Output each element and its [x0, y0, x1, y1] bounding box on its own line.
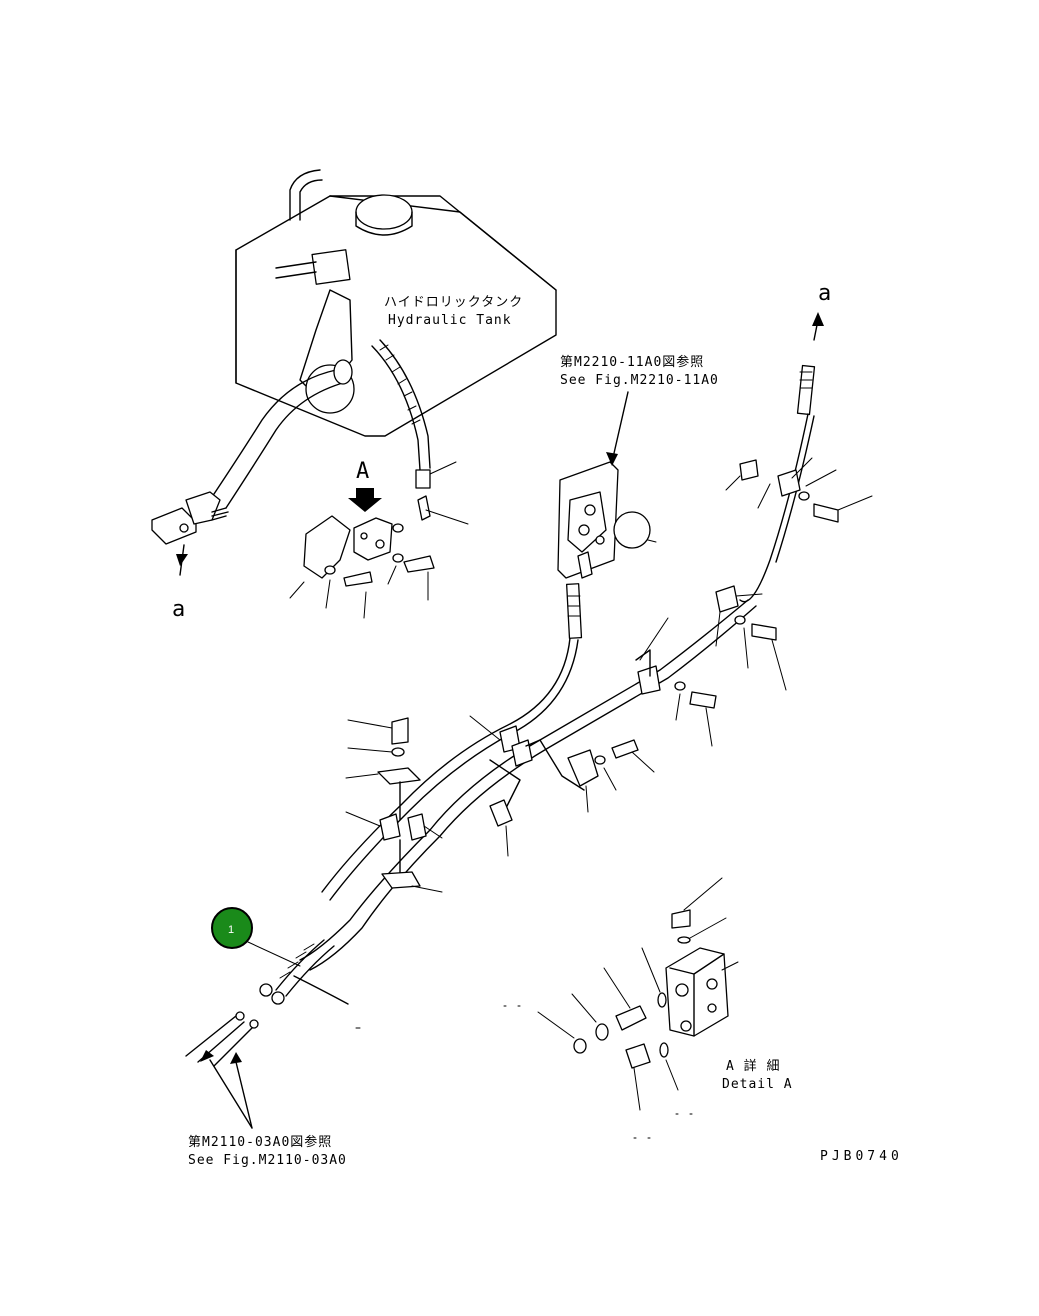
- view-a-arrow: [348, 488, 382, 512]
- right-pipe-run: [725, 312, 873, 603]
- tank-hoses: [209, 339, 457, 509]
- left-clamp-group: [345, 717, 443, 893]
- detail-label-jp: A 詳 細: [726, 1058, 780, 1074]
- tank-label-en: Hydraulic Tank: [388, 313, 512, 328]
- left-coupler: [151, 491, 229, 576]
- ref-bottom-en: See Fig.M2110-03A0: [188, 1153, 347, 1168]
- valve-bracket-group: [289, 495, 469, 619]
- control-valve: [557, 391, 657, 579]
- ref-top-jp: 第M2210-11A0図参照: [560, 354, 704, 370]
- connector-a-left: a: [172, 597, 185, 622]
- callout-1-circle[interactable]: [211, 907, 253, 949]
- hose-ends: [185, 939, 349, 1129]
- ref-top-en: See Fig.M2210-11A0: [560, 373, 719, 388]
- main-hydraulic-line: [299, 583, 787, 971]
- ref-bottom-jp: 第M2110-03A0図参照: [188, 1134, 332, 1150]
- view-marker-a: A: [356, 459, 369, 484]
- detail-label-en: Detail A: [722, 1077, 793, 1092]
- connector-a-right: a: [818, 281, 831, 306]
- hydraulic-tank: [235, 169, 557, 437]
- callout-1[interactable]: 1: [211, 907, 301, 967]
- tank-label-jp: ハイドロリックタンク: [384, 295, 523, 310]
- callout-1-number[interactable]: 1: [228, 924, 234, 936]
- detail-a-view: [355, 877, 739, 1139]
- drawing-code: PJB0740: [820, 1149, 903, 1164]
